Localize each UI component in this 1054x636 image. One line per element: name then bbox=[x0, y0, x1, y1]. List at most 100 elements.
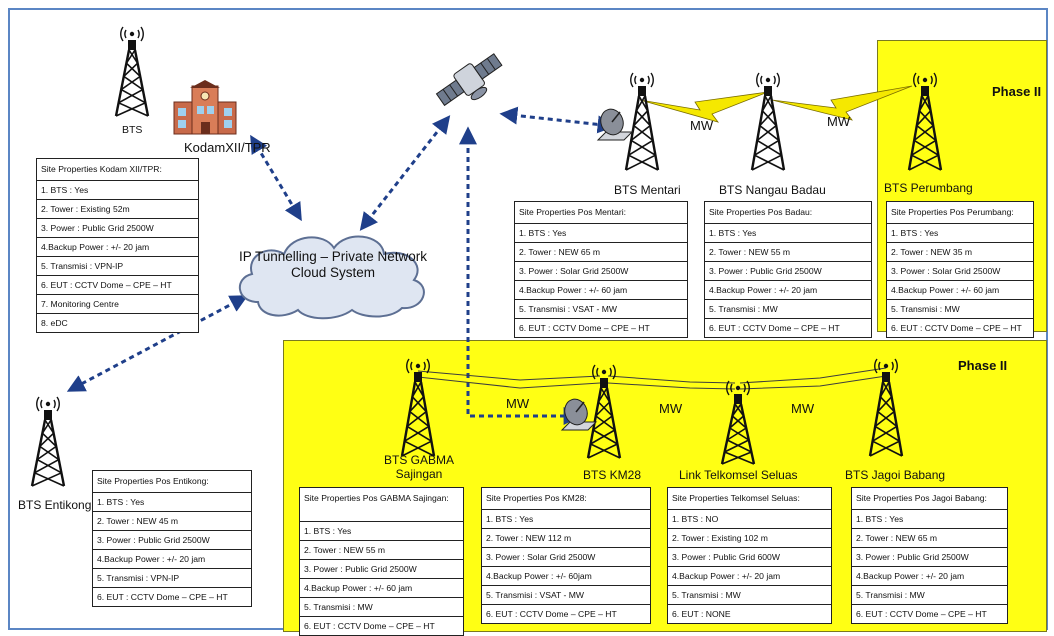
phase-label-top: Phase II bbox=[992, 84, 1042, 99]
mw-line-km28-tel-1 bbox=[607, 375, 736, 384]
site-props-entikong: Site Properties Pos Entikong:1. BTS : Ye… bbox=[92, 470, 252, 607]
site-props-row: 4.Backup Power : +/- 20 jam bbox=[852, 567, 1007, 586]
site-props-row: 1. BTS : Yes bbox=[37, 181, 198, 200]
site-props-mentari: Site Properties Pos Mentari:1. BTS : Yes… bbox=[514, 201, 688, 338]
label-bts-gabma-2: Sajingan bbox=[395, 467, 443, 481]
site-props-row: 6. EUT : CCTV Dome – CPE – HT bbox=[519, 322, 650, 333]
phase-label-bottom: Phase II bbox=[958, 358, 1008, 373]
site-props-row: 2. Tower : NEW 65 m bbox=[852, 529, 1007, 548]
mw-line-tel-jagoi-2 bbox=[739, 375, 887, 390]
site-props-row: 4.Backup Power : +/- 60jam bbox=[482, 567, 650, 586]
site-props-row: 5. Transmisi : VPN-IP bbox=[93, 569, 251, 588]
site-props-row: 5. Transmisi : MW bbox=[887, 300, 1033, 319]
label-kodam: KodamXII/TPR bbox=[184, 140, 271, 155]
mw-line-gabma-km28-1 bbox=[417, 370, 601, 381]
site-props-row: 6. EUT : CCTV Dome – CPE – HT bbox=[709, 322, 840, 333]
site-props-row: 1. BTS : Yes bbox=[852, 510, 1007, 529]
cloud-line-1: IP Tunnelling – Private Network bbox=[238, 249, 428, 264]
site-props-row: 7. Monitoring Centre bbox=[37, 295, 198, 314]
mw-label-3: MW bbox=[506, 396, 530, 411]
site-props-row: 4.Backup Power : +/- 60 jam bbox=[887, 281, 1033, 300]
mw-bolt-nangau-perumbang bbox=[771, 85, 913, 121]
tower-mentari-icon bbox=[624, 72, 660, 171]
site-props-gabma: Site Properties Pos GABMA Sajingan:1. BT… bbox=[299, 487, 464, 636]
link-kodam-cloud bbox=[250, 134, 302, 222]
site-props-row: 2. Tower : NEW 35 m bbox=[887, 243, 1033, 262]
cloud-icon bbox=[238, 235, 425, 320]
site-props-row: 4.Backup Power : +/- 20 jam bbox=[668, 567, 831, 586]
site-props-row: 1. BTS : Yes bbox=[93, 493, 251, 512]
site-props-row: 1. BTS : Yes bbox=[482, 510, 650, 529]
mw-label-2: MW bbox=[827, 114, 851, 129]
site-props-row: 4.Backup Power : +/- 20 jam bbox=[705, 281, 871, 300]
dish-mentari-icon bbox=[596, 108, 634, 141]
site-props-row: 2. Tower : NEW 55 m bbox=[705, 243, 871, 262]
site-props-row: 6. EUT : CCTV Dome – CPE – HT bbox=[891, 322, 1022, 333]
mw-label-5: MW bbox=[791, 401, 815, 416]
site-props-row: 3. Power : Public Grid 600W bbox=[668, 548, 831, 567]
mw-line-gabma-km28-2 bbox=[417, 376, 601, 389]
site-props-row: 5. Transmisi : MW bbox=[852, 586, 1007, 605]
label-bts-jagoi: BTS Jagoi Babang bbox=[845, 468, 946, 482]
site-props-row: 2. Tower : Existing 102 m bbox=[668, 529, 831, 548]
site-props-row: 6. EUT : NONE bbox=[672, 608, 731, 619]
cloud-line-2: Cloud System bbox=[290, 265, 376, 280]
site-props-row: 5. Transmisi : MW bbox=[705, 300, 871, 319]
tower-jagoi-icon bbox=[868, 358, 904, 457]
site-props-telkomsel: Site Properties Telkomsel Seluas:1. BTS … bbox=[667, 487, 832, 624]
site-props-row: 1. BTS : Yes bbox=[705, 224, 871, 243]
site-props-row: 6. EUT : CCTV Dome – CPE – HT bbox=[97, 591, 228, 602]
site-props-title: Site Properties Pos Jagoi Babang: bbox=[852, 488, 1007, 510]
label-bts-gabma: BTS GABMA Sajingan bbox=[384, 453, 454, 481]
site-props-row: 6. EUT : CCTV Dome – CPE – HT bbox=[304, 620, 435, 631]
site-props-kodam: Site Properties Kodam XII/TPR:1. BTS : Y… bbox=[36, 158, 199, 333]
mw-label-4: MW bbox=[659, 401, 683, 416]
site-props-row: 3. Power : Public Grid 2500W bbox=[93, 531, 251, 550]
site-props-row: 3. Power : Public Grid 2500W bbox=[300, 560, 463, 579]
site-props-row: 6. EUT : CCTV Dome – CPE – HT bbox=[37, 276, 198, 295]
mw-line-km28-tel-2 bbox=[607, 382, 736, 390]
link-satellite-cloud bbox=[359, 115, 451, 231]
site-props-row: 2. Tower : Existing 52m bbox=[37, 200, 198, 219]
site-props-row: 3. Power : Solar Grid 2500W bbox=[887, 262, 1033, 281]
site-props-row: 2. Tower : NEW 45 m bbox=[93, 512, 251, 531]
site-props-row: 1. BTS : NO bbox=[668, 510, 831, 529]
site-props-row: 3. Power : Solar Grid 2500W bbox=[515, 262, 687, 281]
link-satellite-mentari bbox=[499, 106, 616, 134]
site-props-row: 6. EUT : CCTV Dome – CPE – HT bbox=[486, 608, 617, 619]
site-props-row: 1. BTS : Yes bbox=[515, 224, 687, 243]
site-props-title: Site Properties Pos Badau: bbox=[705, 202, 871, 224]
site-props-title: Site Properties Pos Perumbang: bbox=[887, 202, 1033, 224]
link-cloud-entikong bbox=[66, 295, 249, 392]
site-props-row: 4.Backup Power : +/- 20 jam bbox=[93, 550, 251, 569]
site-props-row: 3. Power : Public Grid 2500W bbox=[852, 548, 1007, 567]
tower-gabma-icon bbox=[400, 358, 436, 457]
tower-perumbang-icon bbox=[907, 72, 943, 171]
mw-line-tel-jagoi-1 bbox=[739, 367, 887, 384]
cloud-title: IP Tunnelling – Private Network Cloud Sy… bbox=[226, 249, 440, 281]
label-bts-km28: BTS KM28 bbox=[583, 468, 642, 482]
site-props-title: Site Properties Pos KM28: bbox=[482, 488, 650, 510]
tower-kodam-icon bbox=[114, 26, 150, 117]
label-bts-nangau: BTS Nangau Badau bbox=[719, 183, 826, 197]
site-props-row: 5. Transmisi : VSAT - MW bbox=[482, 586, 650, 605]
label-bts-kodam: BTS bbox=[122, 124, 143, 136]
site-props-row: 1. BTS : Yes bbox=[887, 224, 1033, 243]
site-props-row: 2. Tower : NEW 65 m bbox=[515, 243, 687, 262]
building-icon bbox=[173, 80, 237, 135]
site-props-row: 3. Power : Public Grid 2500W bbox=[705, 262, 871, 281]
site-props-jagoi: Site Properties Pos Jagoi Babang:1. BTS … bbox=[851, 487, 1008, 624]
site-props-row: 2. Tower : NEW 55 m bbox=[300, 541, 463, 560]
tower-entikong-icon bbox=[30, 396, 66, 487]
label-bts-mentari: BTS Mentari bbox=[614, 183, 681, 197]
site-props-row: 1. BTS : Yes bbox=[300, 522, 463, 541]
label-bts-gabma-1: BTS GABMA bbox=[384, 453, 455, 467]
site-props-title: Site Properties Pos Mentari: bbox=[515, 202, 687, 224]
site-props-row: 5. Transmisi : MW bbox=[668, 586, 831, 605]
tower-km28-icon bbox=[586, 364, 622, 459]
site-props-row: 5. Transmisi : VPN-IP bbox=[37, 257, 198, 276]
site-props-row: 4.Backup Power : +/- 60 jam bbox=[300, 579, 463, 598]
